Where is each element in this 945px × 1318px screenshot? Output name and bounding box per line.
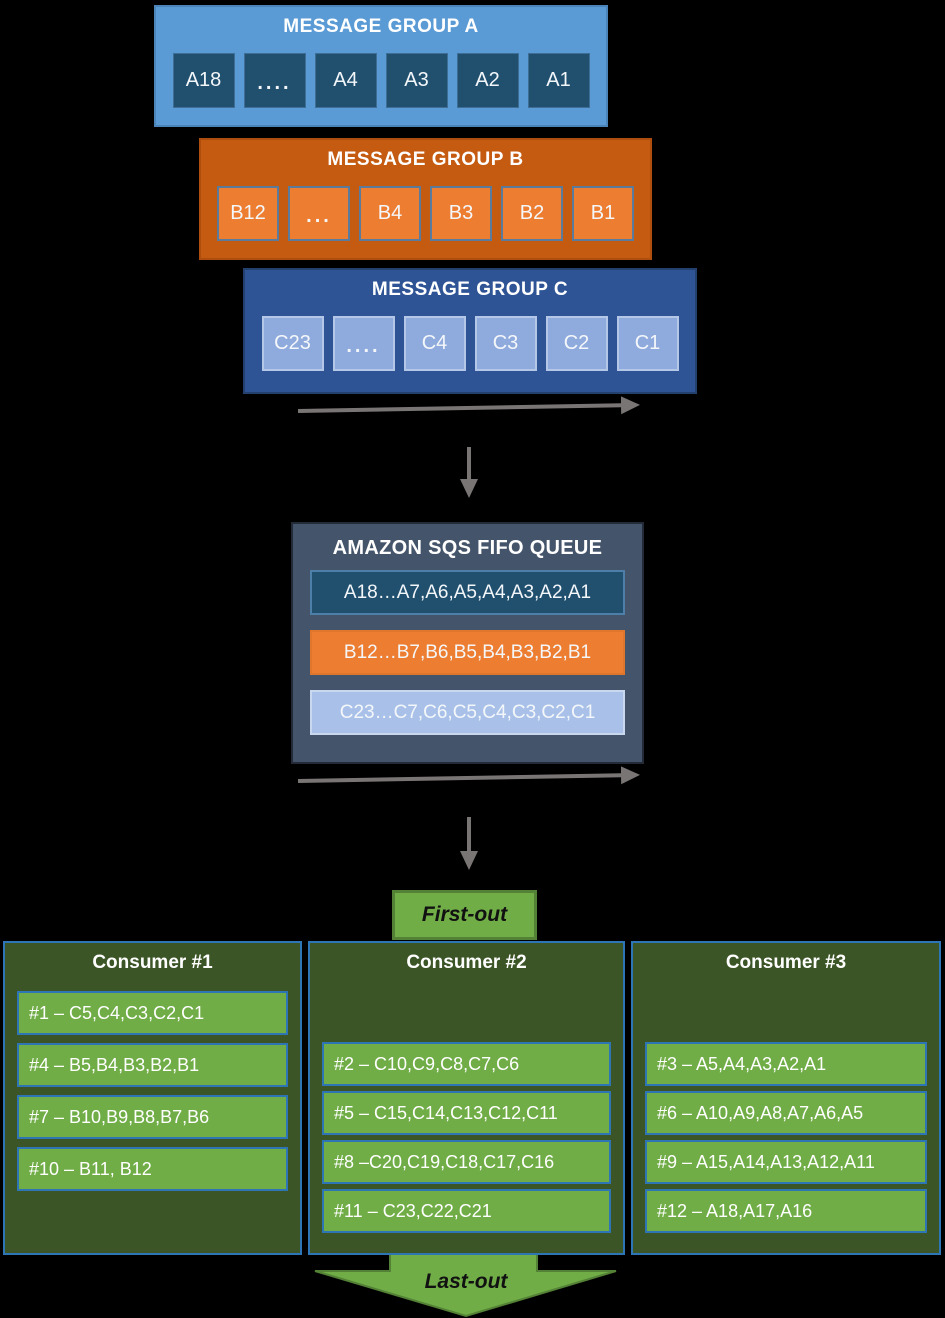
consumer-row: #5 – C15,C14,C13,C12,C11 bbox=[322, 1091, 611, 1135]
message-cell: A2 bbox=[456, 53, 519, 108]
message-group-a-cells: A18 .... A4 A3 A2 A1 bbox=[156, 53, 606, 108]
queue-row-group-a: A18…A7,A6,A5,A4,A3,A2,A1 bbox=[310, 570, 625, 615]
message-group-c-cells: C23 .... C4 C3 C2 C1 bbox=[245, 316, 695, 371]
consumer-3-rows: #3 – A5,A4,A3,A2,A1 #6 – A10,A9,A8,A7,A6… bbox=[645, 1042, 927, 1238]
first-out-label: First-out bbox=[392, 890, 537, 940]
message-cell: B12 bbox=[217, 186, 279, 241]
queue-row-group-b: B12…B7,B6,B5,B4,B3,B2,B1 bbox=[310, 630, 625, 675]
consumer-row: #9 – A15,A14,A13,A12,A11 bbox=[645, 1140, 927, 1184]
consumer-row: #3 – A5,A4,A3,A2,A1 bbox=[645, 1042, 927, 1086]
message-cell: B2 bbox=[501, 186, 563, 241]
message-group-c-box: MESSAGE GROUP C C23 .... C4 C3 C2 C1 bbox=[243, 268, 697, 394]
message-cell: A1 bbox=[527, 53, 590, 108]
consumer-2-title: Consumer #2 bbox=[406, 952, 527, 973]
consumer-row: #8 –C20,C19,C18,C17,C16 bbox=[322, 1140, 611, 1184]
message-cell: C3 bbox=[474, 316, 537, 371]
ellipsis-cell: .... bbox=[332, 316, 395, 371]
consumer-1-rows: #1 – C5,C4,C3,C2,C1 #4 – B5,B4,B3,B2,B1 … bbox=[17, 991, 288, 1199]
message-group-a-title: MESSAGE GROUP A bbox=[283, 16, 479, 37]
message-cell: C2 bbox=[545, 316, 608, 371]
ellipsis-cell: .... bbox=[243, 53, 306, 108]
message-group-b-cells: B12 ... B4 B3 B2 B1 bbox=[201, 186, 650, 241]
message-cell: B1 bbox=[572, 186, 634, 241]
consumer-2-rows: #2 – C10,C9,C8,C7,C6 #5 – C15,C14,C13,C1… bbox=[322, 1042, 611, 1238]
consumer-3-title: Consumer #3 bbox=[725, 952, 847, 973]
message-cell: C4 bbox=[403, 316, 466, 371]
consumer-1-box: Consumer #1 #1 – C5,C4,C3,C2,C1 #4 – B5,… bbox=[3, 941, 302, 1255]
message-group-b-title: MESSAGE GROUP B bbox=[327, 149, 524, 170]
message-cell: C23 bbox=[261, 316, 324, 371]
message-cell: C1 bbox=[616, 316, 679, 371]
consumer-row: #6 – A10,A9,A8,A7,A6,A5 bbox=[645, 1091, 927, 1135]
consumer-2-box: Consumer #2 #2 – C10,C9,C8,C7,C6 #5 – C1… bbox=[308, 941, 625, 1255]
consumer-row: #2 – C10,C9,C8,C7,C6 bbox=[322, 1042, 611, 1086]
right-arrow-icon bbox=[297, 766, 640, 785]
consumer-row: #12 – A18,A17,A16 bbox=[645, 1189, 927, 1233]
consumer-row: #1 – C5,C4,C3,C2,C1 bbox=[17, 991, 288, 1035]
message-cell: B4 bbox=[359, 186, 421, 241]
message-group-b-box: MESSAGE GROUP B B12 ... B4 B3 B2 B1 bbox=[199, 138, 652, 260]
consumer-row: #7 – B10,B9,B8,B7,B6 bbox=[17, 1095, 288, 1139]
consumer-3-box: Consumer #3 #3 – A5,A4,A3,A2,A1 #6 – A10… bbox=[631, 941, 941, 1255]
message-cell: A4 bbox=[314, 53, 377, 108]
right-arrow-icon bbox=[297, 396, 640, 415]
message-group-c-title: MESSAGE GROUP C bbox=[371, 279, 569, 300]
ellipsis-cell: ... bbox=[288, 186, 350, 241]
message-group-a-box: MESSAGE GROUP A A18 .... A4 A3 A2 A1 bbox=[154, 5, 608, 127]
consumer-row: #4 – B5,B4,B3,B2,B1 bbox=[17, 1043, 288, 1087]
last-out-label: Last-out bbox=[424, 1270, 508, 1293]
message-cell: B3 bbox=[430, 186, 492, 241]
sqs-queue-title: AMAZON SQS FIFO QUEUE bbox=[332, 537, 603, 559]
message-cell: A18 bbox=[172, 53, 235, 108]
queue-row-group-c: C23…C7,C6,C5,C4,C3,C2,C1 bbox=[310, 690, 625, 735]
sqs-queue-rows: A18…A7,A6,A5,A4,A3,A2,A1 B12…B7,B6,B5,B4… bbox=[310, 570, 625, 750]
sqs-fifo-queue-box: AMAZON SQS FIFO QUEUE A18…A7,A6,A5,A4,A3… bbox=[291, 522, 644, 764]
message-cell: A3 bbox=[385, 53, 448, 108]
consumer-1-title: Consumer #1 bbox=[92, 952, 213, 973]
consumer-row: #10 – B11, B12 bbox=[17, 1147, 288, 1191]
consumer-row: #11 – C23,C22,C21 bbox=[322, 1189, 611, 1233]
